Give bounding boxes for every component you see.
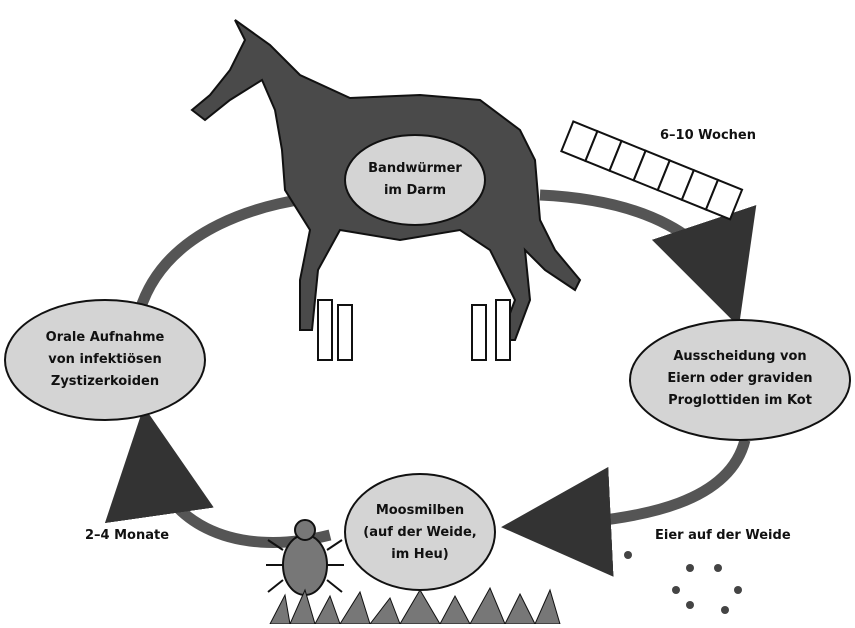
node-excretion-label: Ausscheidung von Eiern oder graviden Pro…: [630, 346, 850, 412]
node-mites-label: Moosmilben (auf der Weide, im Heu): [345, 500, 495, 566]
duration-mites-label: 2–4 Monate: [85, 528, 169, 543]
node-host-label: Bandwürmer im Darm: [345, 158, 485, 202]
moss-mite-illustration: [266, 520, 344, 595]
egg-dots: [624, 551, 742, 614]
eggs-pasture-label: Eier auf der Weide: [655, 528, 791, 543]
arrow-excretion-to-mites: [545, 440, 745, 525]
horse-legs: [318, 300, 510, 360]
node-ingestion-label: Orale Aufnahme von infektiösen Zystizerk…: [5, 327, 205, 393]
duration-host-label: 6–10 Wochen: [660, 128, 756, 143]
